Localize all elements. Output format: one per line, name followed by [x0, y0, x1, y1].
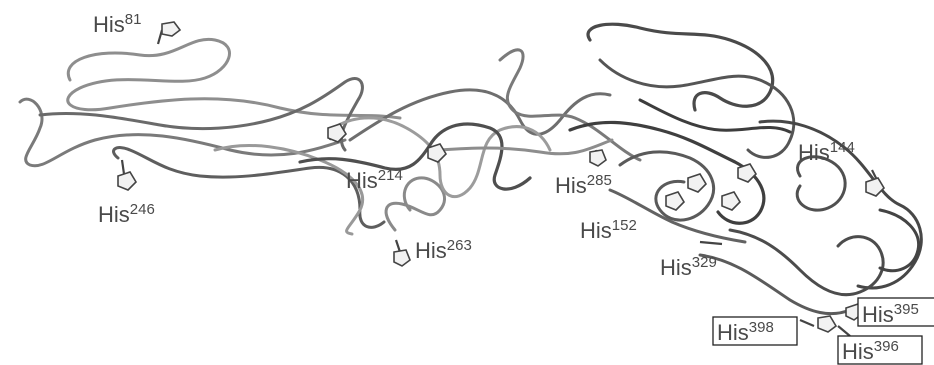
label-his144: His144 [798, 139, 855, 165]
residue-ring-icon [393, 249, 411, 267]
ribbon-strand [384, 176, 447, 232]
middle-domain-ribbons [298, 48, 642, 199]
residue-ring-icon [721, 191, 742, 211]
residue-ring-icon [737, 163, 758, 183]
label-his152: His152 [580, 217, 637, 243]
label-his81: His81 [93, 11, 141, 37]
ribbon-strand [18, 97, 347, 168]
his396-box [837, 335, 923, 365]
residue-ring-icon [589, 149, 607, 167]
ribbon-strand [38, 77, 364, 152]
residue-ring-icon [117, 171, 138, 191]
ribbon-strand [878, 208, 921, 273]
ribbon-strand [638, 98, 792, 134]
residue-ring-icon [327, 123, 348, 143]
ribbon-strand [66, 37, 402, 120]
residue-ring-icon [161, 21, 182, 37]
ribbon-strand [608, 188, 747, 244]
label-his214: His214 [346, 167, 403, 193]
label-his395: His395 [862, 301, 919, 327]
label-boxes [712, 297, 934, 365]
label-his285: His285 [555, 172, 612, 198]
label-his329: His329 [660, 254, 717, 280]
label-his246: His246 [98, 201, 155, 227]
histidine-residues [117, 21, 886, 337]
ribbon-strand [438, 138, 614, 156]
ribbon-strand [498, 48, 642, 162]
ribbon-strand [298, 122, 532, 191]
ribbon-strand [328, 116, 552, 199]
ribbon-strand [348, 88, 612, 142]
his395-box [857, 297, 934, 327]
residue-ring-icon [665, 191, 686, 211]
ribbon-strand [213, 144, 365, 236]
label-his396: His396 [842, 338, 899, 364]
residue-labels: His81 His246 His214 His263 His285 His144… [93, 11, 919, 364]
left-domain-ribbons [18, 37, 447, 236]
residue-ring-icon [817, 315, 838, 333]
ribbon-strand [728, 228, 885, 297]
label-his263: His263 [415, 237, 472, 263]
ribbon-strand [795, 155, 847, 212]
right-domain-ribbons [568, 22, 923, 316]
his398-box [712, 316, 798, 346]
ribbon-strand [758, 119, 923, 290]
residue-ring-icon [687, 173, 708, 193]
residue-ring-icon [865, 177, 886, 197]
ribbon-strand [698, 253, 852, 316]
ribbon-strand [598, 58, 796, 159]
ribbon-strand [568, 120, 766, 225]
label-his398: His398 [717, 319, 774, 345]
ribbon-strand [618, 150, 716, 222]
residue-ring-icon [427, 143, 448, 163]
ribbon-strand [586, 22, 775, 112]
